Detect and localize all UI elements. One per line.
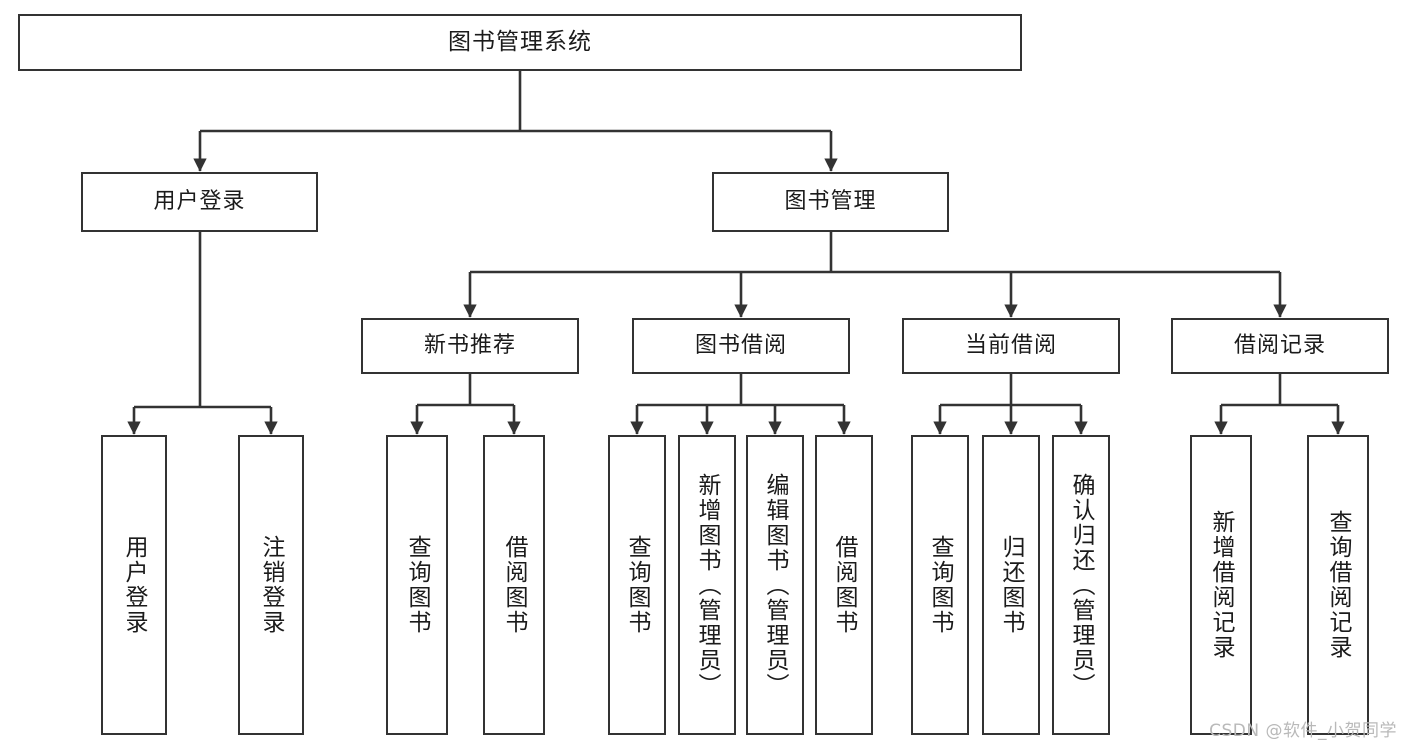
node-label: 新增借阅记录: [1208, 510, 1235, 660]
node-b-lend[interactable]: 借阅图书: [815, 435, 873, 735]
node-label: 注销登录: [258, 535, 285, 635]
node-label: 当前借阅: [964, 332, 1057, 358]
node-n-query[interactable]: 查询图书: [386, 435, 448, 735]
node-c-return[interactable]: 归还图书: [982, 435, 1040, 735]
node-label: 确认归还（管理员）: [1068, 472, 1095, 698]
node-label: 查询图书: [624, 535, 651, 635]
node-label: 图书借阅: [694, 332, 787, 358]
node-label: 借阅记录: [1233, 332, 1326, 358]
node-label: 查询图书: [404, 535, 431, 635]
node-r-query[interactable]: 查询借阅记录: [1307, 435, 1369, 735]
node-label: 用户登录: [153, 188, 246, 214]
node-bookmgmt[interactable]: 图书管理: [712, 172, 949, 232]
node-b-edit[interactable]: 编辑图书（管理员）: [746, 435, 804, 735]
connector-paths: [127, 71, 1345, 435]
node-n-borrow[interactable]: 借阅图书: [483, 435, 545, 735]
watermark-text: CSDN @软件_小贺同学: [1209, 721, 1397, 741]
node-c-query[interactable]: 查询图书: [911, 435, 969, 735]
node-label: 图书管理: [784, 188, 877, 214]
node-label: 查询图书: [927, 535, 954, 635]
node-label: 借阅图书: [501, 535, 528, 635]
node-login[interactable]: 用户登录: [81, 172, 318, 232]
node-c-confirm[interactable]: 确认归还（管理员）: [1052, 435, 1110, 735]
node-borrow[interactable]: 图书借阅: [632, 318, 850, 374]
node-label: 编辑图书（管理员）: [762, 472, 789, 698]
node-newbook[interactable]: 新书推荐: [361, 318, 579, 374]
node-l-logout[interactable]: 注销登录: [238, 435, 304, 735]
node-l-login[interactable]: 用户登录: [101, 435, 167, 735]
node-records[interactable]: 借阅记录: [1171, 318, 1389, 374]
node-current[interactable]: 当前借阅: [902, 318, 1120, 374]
node-label: 借阅图书: [831, 535, 858, 635]
node-label: 归还图书: [998, 535, 1025, 635]
node-label: 用户登录: [121, 535, 148, 635]
node-label: 新增图书（管理员）: [694, 472, 721, 698]
node-b-add[interactable]: 新增图书（管理员）: [678, 435, 736, 735]
node-r-add[interactable]: 新增借阅记录: [1190, 435, 1252, 735]
node-root[interactable]: 图书管理系统: [18, 14, 1022, 71]
node-label: 图书管理系统: [448, 29, 592, 56]
node-label: 查询借阅记录: [1325, 510, 1352, 660]
node-b-query[interactable]: 查询图书: [608, 435, 666, 735]
node-label: 新书推荐: [423, 332, 516, 358]
